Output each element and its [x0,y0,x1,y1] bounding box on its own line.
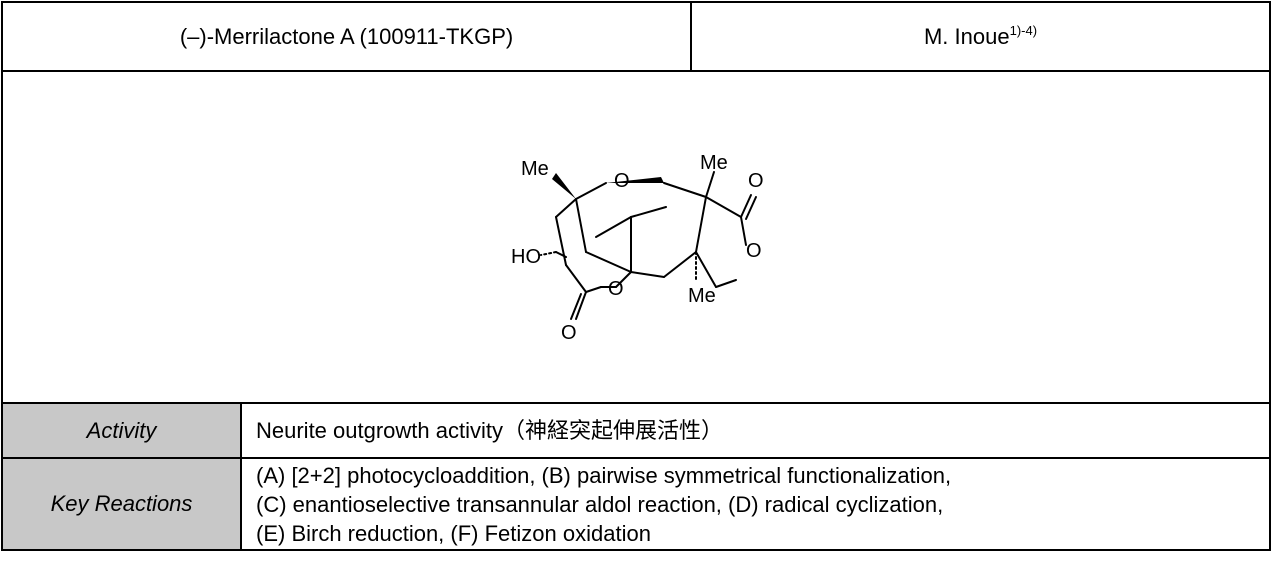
key-reaction-line: (A) [2+2] photocycloaddition, (B) pairwi… [256,462,952,488]
key-reactions-value: (A) [2+2] photocycloaddition, (B) pairwi… [239,457,1271,551]
compound-table: (–)-Merrilactone A (100911-TKGP) M. Inou… [0,1,1271,551]
atom-o-ring-bottom: O [608,278,624,300]
structure-cell: Me O Me O O HO O Me O [0,70,1271,404]
atom-o-carbonyl-top: O [748,170,764,192]
compound-name: (–)-Merrilactone A (100911-TKGP) [179,23,514,49]
activity-value: Neurite outgrowth activity（神経突起伸展活性） [239,402,1271,459]
atom-me-left: Me [521,158,549,180]
atom-ho: HO [511,246,541,268]
atom-me-top-right: Me [700,152,728,174]
author-name: M. Inoue [923,23,1010,49]
atom-o-carbonyl-bottom: O [561,322,577,344]
atom-o-ring-right: O [746,240,762,262]
atom-me-bottom: Me [688,285,716,307]
author-cell: M. Inoue1)-4) [690,1,1271,72]
key-reaction-line: (C) enantioselective transannular aldol … [256,491,944,517]
activity-label: Activity [1,402,242,459]
atom-o-bridge: O [614,170,630,192]
author-refs: 1)-4) [1009,22,1038,38]
compound-title: (–)-Merrilactone A (100911-TKGP) [0,1,693,72]
key-reactions-label: Key Reactions [1,457,242,551]
merrilactone-structure: Me O Me O O HO O Me O [511,152,764,344]
key-reaction-line: (E) Birch reduction, (F) Fetizon oxidati… [256,520,651,546]
